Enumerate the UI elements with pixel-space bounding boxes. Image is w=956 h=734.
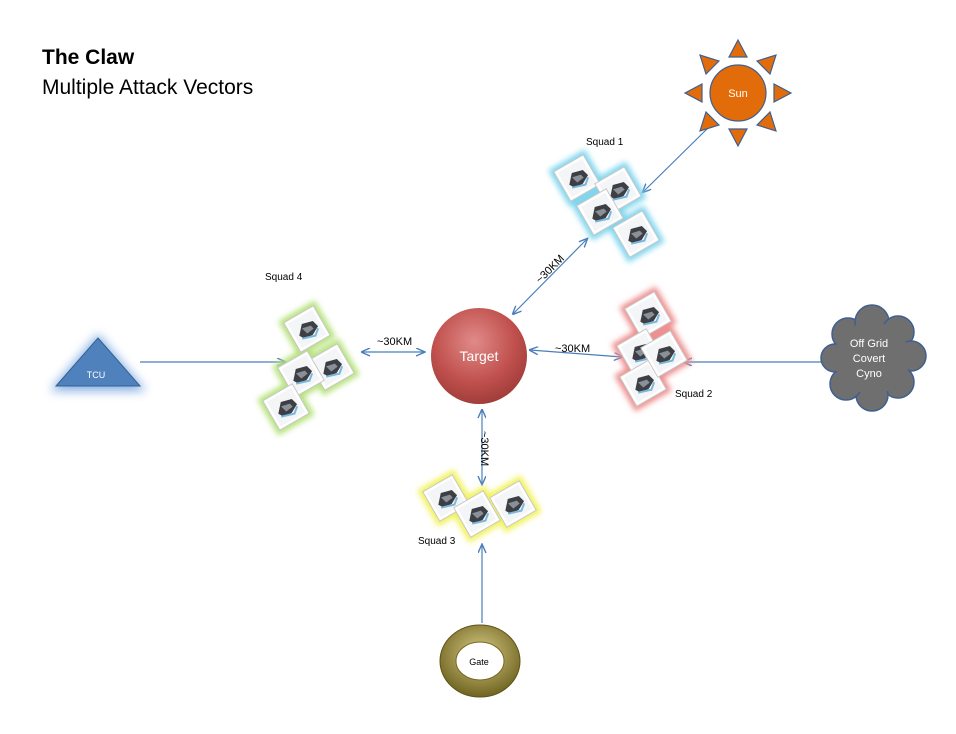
gate-ring-hole — [455, 641, 505, 681]
cloud-body — [834, 322, 910, 394]
arrow-target-squad2 — [530, 350, 622, 357]
cyno-label-line3: Cyno — [856, 368, 882, 380]
gate-node: Gate — [439, 624, 521, 698]
target-circle — [431, 308, 527, 404]
sun-node: Sun — [683, 38, 793, 148]
tcu-node: TCU — [50, 334, 146, 391]
sun-rays-icon — [683, 38, 793, 148]
tcu-triangle-icon — [54, 337, 142, 387]
distance-label-squad3: ~30KM — [478, 431, 490, 466]
distance-label-squad1: ~30KM — [534, 253, 567, 286]
target-label: Target — [460, 348, 499, 364]
cyno-label-line2: Covert — [853, 353, 885, 365]
cyno-cloud-node: Off Grid Covert Cyno — [820, 304, 927, 412]
diagram-subtitle: Multiple Attack Vectors — [42, 76, 254, 99]
squad4-group: Squad 4 — [257, 272, 360, 436]
arrow-target-squad1 — [513, 239, 587, 314]
diagram-title: The Claw — [42, 46, 135, 69]
squad3-label: Squad 3 — [418, 536, 456, 547]
connectors — [140, 127, 822, 623]
sun-circle — [709, 64, 767, 122]
squad1-label: Squad 1 — [586, 137, 624, 148]
squad2-group: Squad 2 — [611, 286, 713, 412]
target-node: Target — [431, 308, 527, 404]
squad1-group: Squad 1 — [548, 137, 665, 263]
tcu-label: TCU — [87, 370, 106, 380]
squad4-ship-icon — [282, 304, 332, 354]
gate-label: Gate — [469, 657, 489, 667]
squad3-group: Squad 3 — [417, 469, 542, 547]
squad2-label: Squad 2 — [675, 389, 713, 400]
sun-label: Sun — [728, 88, 748, 100]
arrow-sun-to-squad1 — [643, 127, 709, 192]
distance-label-squad4: ~30KM — [377, 336, 412, 348]
cyno-label-line1: Off Grid — [850, 338, 888, 350]
distance-label-squad2: ~30KM — [555, 343, 590, 355]
squad4-label: Squad 4 — [265, 272, 303, 283]
